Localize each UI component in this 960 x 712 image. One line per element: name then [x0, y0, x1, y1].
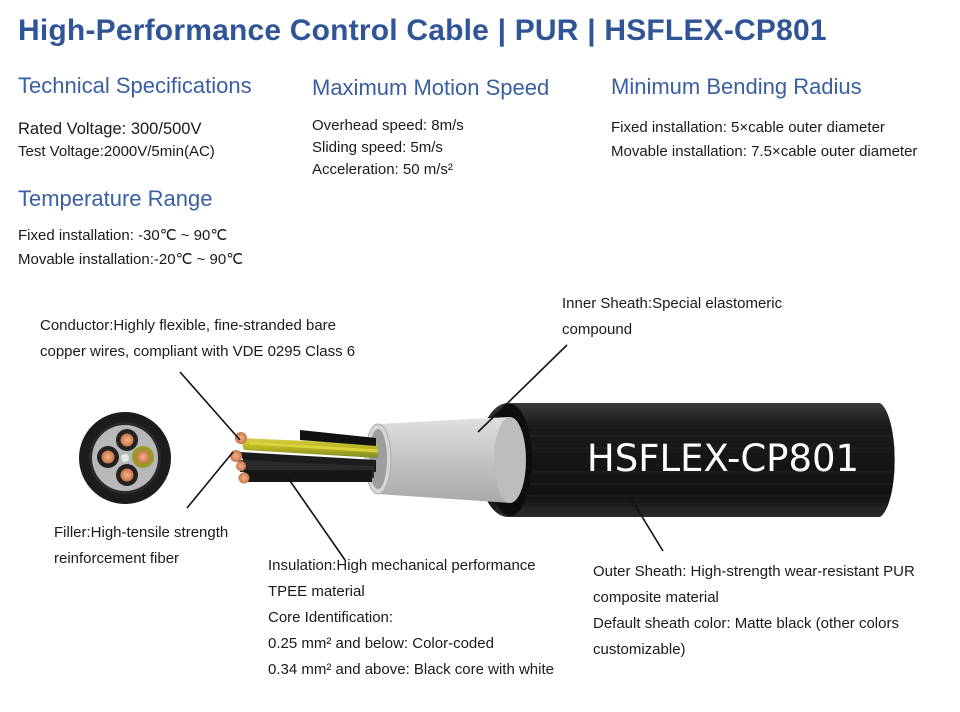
- test-voltage: Test Voltage:2000V/5min(AC): [18, 143, 215, 160]
- outer-sheath-callout-line-2: composite material: [593, 589, 719, 606]
- insulation-callout-line-4: 0.25 mm² and below: Color-coded: [268, 635, 494, 652]
- insulation-callout-line-2: TPEE material: [268, 583, 365, 600]
- sliding-speed: Sliding speed: 5m/s: [312, 139, 443, 156]
- conductor-callout-line-2: copper wires, compliant with VDE 0295 Cl…: [40, 343, 356, 360]
- copper-ends: [230, 432, 250, 484]
- filler-leader: [186, 451, 234, 509]
- bending-fixed: Fixed installation: 5×cable outer diamet…: [611, 119, 885, 136]
- outer-sheath-callout-line-4: customizable): [593, 641, 686, 658]
- cable-print-label: HSFLEX-CP801: [587, 437, 859, 480]
- motion-speed-heading: Maximum Motion Speed: [312, 75, 550, 100]
- cable-body: [230, 403, 895, 517]
- insulation-callout-line-5: 0.34 mm² and above: Black core with whit…: [268, 661, 554, 678]
- insulation-callout-line-3: Core Identification:: [268, 609, 394, 626]
- insulation-leader: [287, 477, 346, 561]
- inner-sheath-callout-line-1: Inner Sheath:Special elastomeric: [562, 295, 783, 312]
- page-title: High-Performance Control Cable | PUR | H…: [18, 14, 827, 47]
- conductor-callout: Conductor:Highly flexible, fine-stranded…: [40, 313, 355, 365]
- insulation-callout-line-1: Insulation:High mechanical performance: [268, 557, 536, 574]
- filler-callout-line-1: Filler:High-tensile strength: [54, 524, 229, 541]
- outer-sheath-callout-line-1: Outer Sheath: High-strength wear-resista…: [593, 563, 915, 580]
- conductor-leader: [179, 371, 241, 441]
- cross-section: [79, 412, 171, 504]
- leader-lines: [179, 344, 664, 561]
- temperature-movable: Movable installation:-20℃ ~ 90℃: [18, 251, 244, 268]
- filler-callout-line-2: reinforcement fiber: [54, 550, 180, 567]
- inner-sheath-callout-line-2: compound: [562, 321, 633, 338]
- technical-specifications-heading: Technical Specifications: [18, 73, 252, 98]
- filler-callout: Filler:High-tensile strength reinforceme…: [54, 520, 228, 572]
- core-black-3: [244, 470, 372, 482]
- outer-sheath-leader: [629, 496, 664, 552]
- insulation-callout: Insulation:High mechanical performance T…: [268, 553, 554, 683]
- rated-voltage: Rated Voltage: 300/500V: [18, 120, 202, 138]
- overhead-speed: Overhead speed: 8m/s: [312, 117, 464, 134]
- acceleration: Acceleration: 50 m/s²: [312, 161, 453, 178]
- bending-movable: Movable installation: 7.5×cable outer di…: [611, 143, 918, 160]
- cross-section-filler: [121, 454, 129, 462]
- inner-sheath-leader: [477, 344, 568, 433]
- outer-sheath: [478, 403, 895, 517]
- bending-radius-heading: Minimum Bending Radius: [611, 74, 862, 99]
- outer-sheath-callout: Outer Sheath: High-strength wear-resista…: [593, 559, 915, 663]
- inner-sheath-callout: Inner Sheath:Special elastomeric compoun…: [562, 291, 782, 343]
- outer-sheath-callout-line-3: Default sheath color: Matte black (other…: [593, 615, 899, 632]
- temperature-fixed: Fixed installation: -30℃ ~ 90℃: [18, 227, 228, 244]
- conductor-callout-line-1: Conductor:Highly flexible, fine-stranded…: [40, 317, 336, 334]
- cores: [238, 430, 379, 482]
- inner-sheath: [378, 417, 510, 503]
- temperature-range-heading: Temperature Range: [18, 186, 213, 211]
